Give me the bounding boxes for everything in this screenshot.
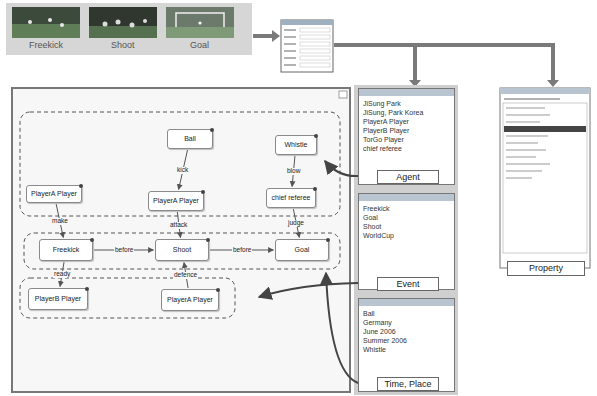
node-text: Goal: [295, 246, 310, 254]
relation-label: defence: [173, 272, 198, 279]
concept-node: PlayerA Player: [148, 191, 204, 211]
concept-node: PlayerA Player: [26, 185, 82, 203]
flow-arrow: [334, 45, 553, 80]
node-text: Ball: [184, 135, 196, 143]
node-text: Whistle: [285, 141, 308, 149]
node-text: PlayerA Player: [31, 190, 77, 198]
window-icon: [339, 91, 347, 98]
list-panel: FreekickGoalShootWorldCupEvent: [358, 193, 455, 290]
item-list: JiSung ParkJiSung, Park KoreaPlayerA Pla…: [363, 99, 451, 153]
node-text: Shoot: [173, 246, 191, 254]
tab-text: Agent: [396, 173, 420, 182]
title-bar: [359, 299, 454, 306]
list-item: JiSung, Park Korea: [363, 108, 451, 117]
relation-label: kick: [176, 167, 189, 174]
corner-dot: [216, 288, 220, 292]
video-thumbnail: [89, 7, 157, 38]
relation-label: before: [232, 247, 252, 254]
relation-label: make: [51, 218, 69, 225]
concept-node: Whistle: [275, 135, 317, 155]
panel-tab: Time, Place: [377, 377, 439, 391]
panel-tab: Event: [377, 277, 439, 291]
list-item: PlayerA Player: [363, 117, 451, 126]
list-item: Summer 2006: [363, 336, 451, 345]
flow-arrow: [413, 45, 417, 80]
thumbnail-label: Goal: [190, 41, 209, 50]
corner-dot: [314, 134, 318, 138]
group-outline: [20, 112, 340, 216]
group-outline: [20, 278, 235, 318]
concept-node: PlayerB Player: [28, 288, 88, 310]
corner-dot: [210, 128, 214, 132]
list-item: PlayerB Player: [363, 126, 451, 135]
graph-panel: [12, 88, 350, 392]
list-panel: JiSung ParkJiSung, Park KoreaPlayerA Pla…: [358, 88, 455, 185]
leader-curve: [325, 161, 358, 176]
relation-label: before: [114, 247, 134, 254]
item-list: BallGermanyJune 2006Summer 2006Whistle: [363, 309, 451, 354]
concept-node: chief referee: [266, 188, 316, 208]
relation-label: ready: [53, 271, 71, 278]
list-item: June 2006: [363, 327, 451, 336]
corner-dot: [90, 238, 94, 242]
concept-node: Freekick: [39, 239, 93, 261]
corner-dot: [79, 184, 83, 188]
concept-node: PlayerA Player: [161, 289, 219, 311]
list-item: Shoot: [363, 222, 451, 231]
thumbnail-strip: [6, 3, 252, 55]
relation-label: blow: [286, 168, 301, 175]
arrow-head: [547, 80, 559, 87]
node-text: PlayerB Player: [35, 295, 81, 303]
property-panel: [500, 88, 590, 268]
list-item: TorGo Player: [363, 135, 451, 144]
node-text: chief referee: [272, 194, 311, 202]
thumbnail-label: Freekick: [29, 41, 63, 50]
title-bar: [359, 194, 454, 201]
relation-label: judge: [287, 220, 305, 227]
list-panel: BallGermanyJune 2006Summer 2006WhistleTi…: [358, 298, 455, 392]
node-text: PlayerA Player: [167, 296, 213, 304]
group-outline: [24, 233, 340, 269]
corner-dot: [313, 187, 317, 191]
corner-dot: [206, 238, 210, 242]
concept-node: Goal: [275, 239, 329, 261]
corner-dot: [326, 238, 330, 242]
list-item: Ball: [363, 309, 451, 318]
tab-text: Property: [529, 264, 563, 273]
concept-node: Shoot: [155, 239, 209, 261]
node-text: PlayerA Player: [153, 197, 199, 205]
corner-dot: [85, 287, 89, 291]
tab-text: Event: [396, 280, 419, 289]
item-list: FreekickGoalShootWorldCup: [363, 204, 451, 240]
leader-curve: [326, 273, 358, 383]
leader-curve: [259, 283, 358, 297]
thumbnail-label: Shoot: [111, 41, 135, 50]
list-item: JiSung Park: [363, 99, 451, 108]
list-item: Goal: [363, 213, 451, 222]
corner-dot: [201, 190, 205, 194]
list-item: Whistle: [363, 345, 451, 354]
video-thumbnail: [12, 7, 80, 38]
list-item: Freekick: [363, 204, 451, 213]
annotation-form: [281, 20, 333, 72]
relation-label: attack: [169, 222, 188, 229]
list-item: Germany: [363, 318, 451, 327]
title-bar: [359, 89, 454, 96]
video-thumbnail: [166, 7, 234, 38]
panel-tab: Property: [507, 261, 585, 276]
flow-arrow: [253, 34, 272, 38]
list-item: WorldCup: [363, 231, 451, 240]
side-column: [354, 85, 458, 395]
panel-tab: Agent: [377, 170, 439, 184]
node-text: Freekick: [53, 246, 79, 254]
tab-text: Time, Place: [384, 380, 431, 389]
concept-node: Ball: [167, 129, 213, 149]
arrow-head: [272, 30, 280, 42]
list-item: chief referee: [363, 144, 451, 153]
